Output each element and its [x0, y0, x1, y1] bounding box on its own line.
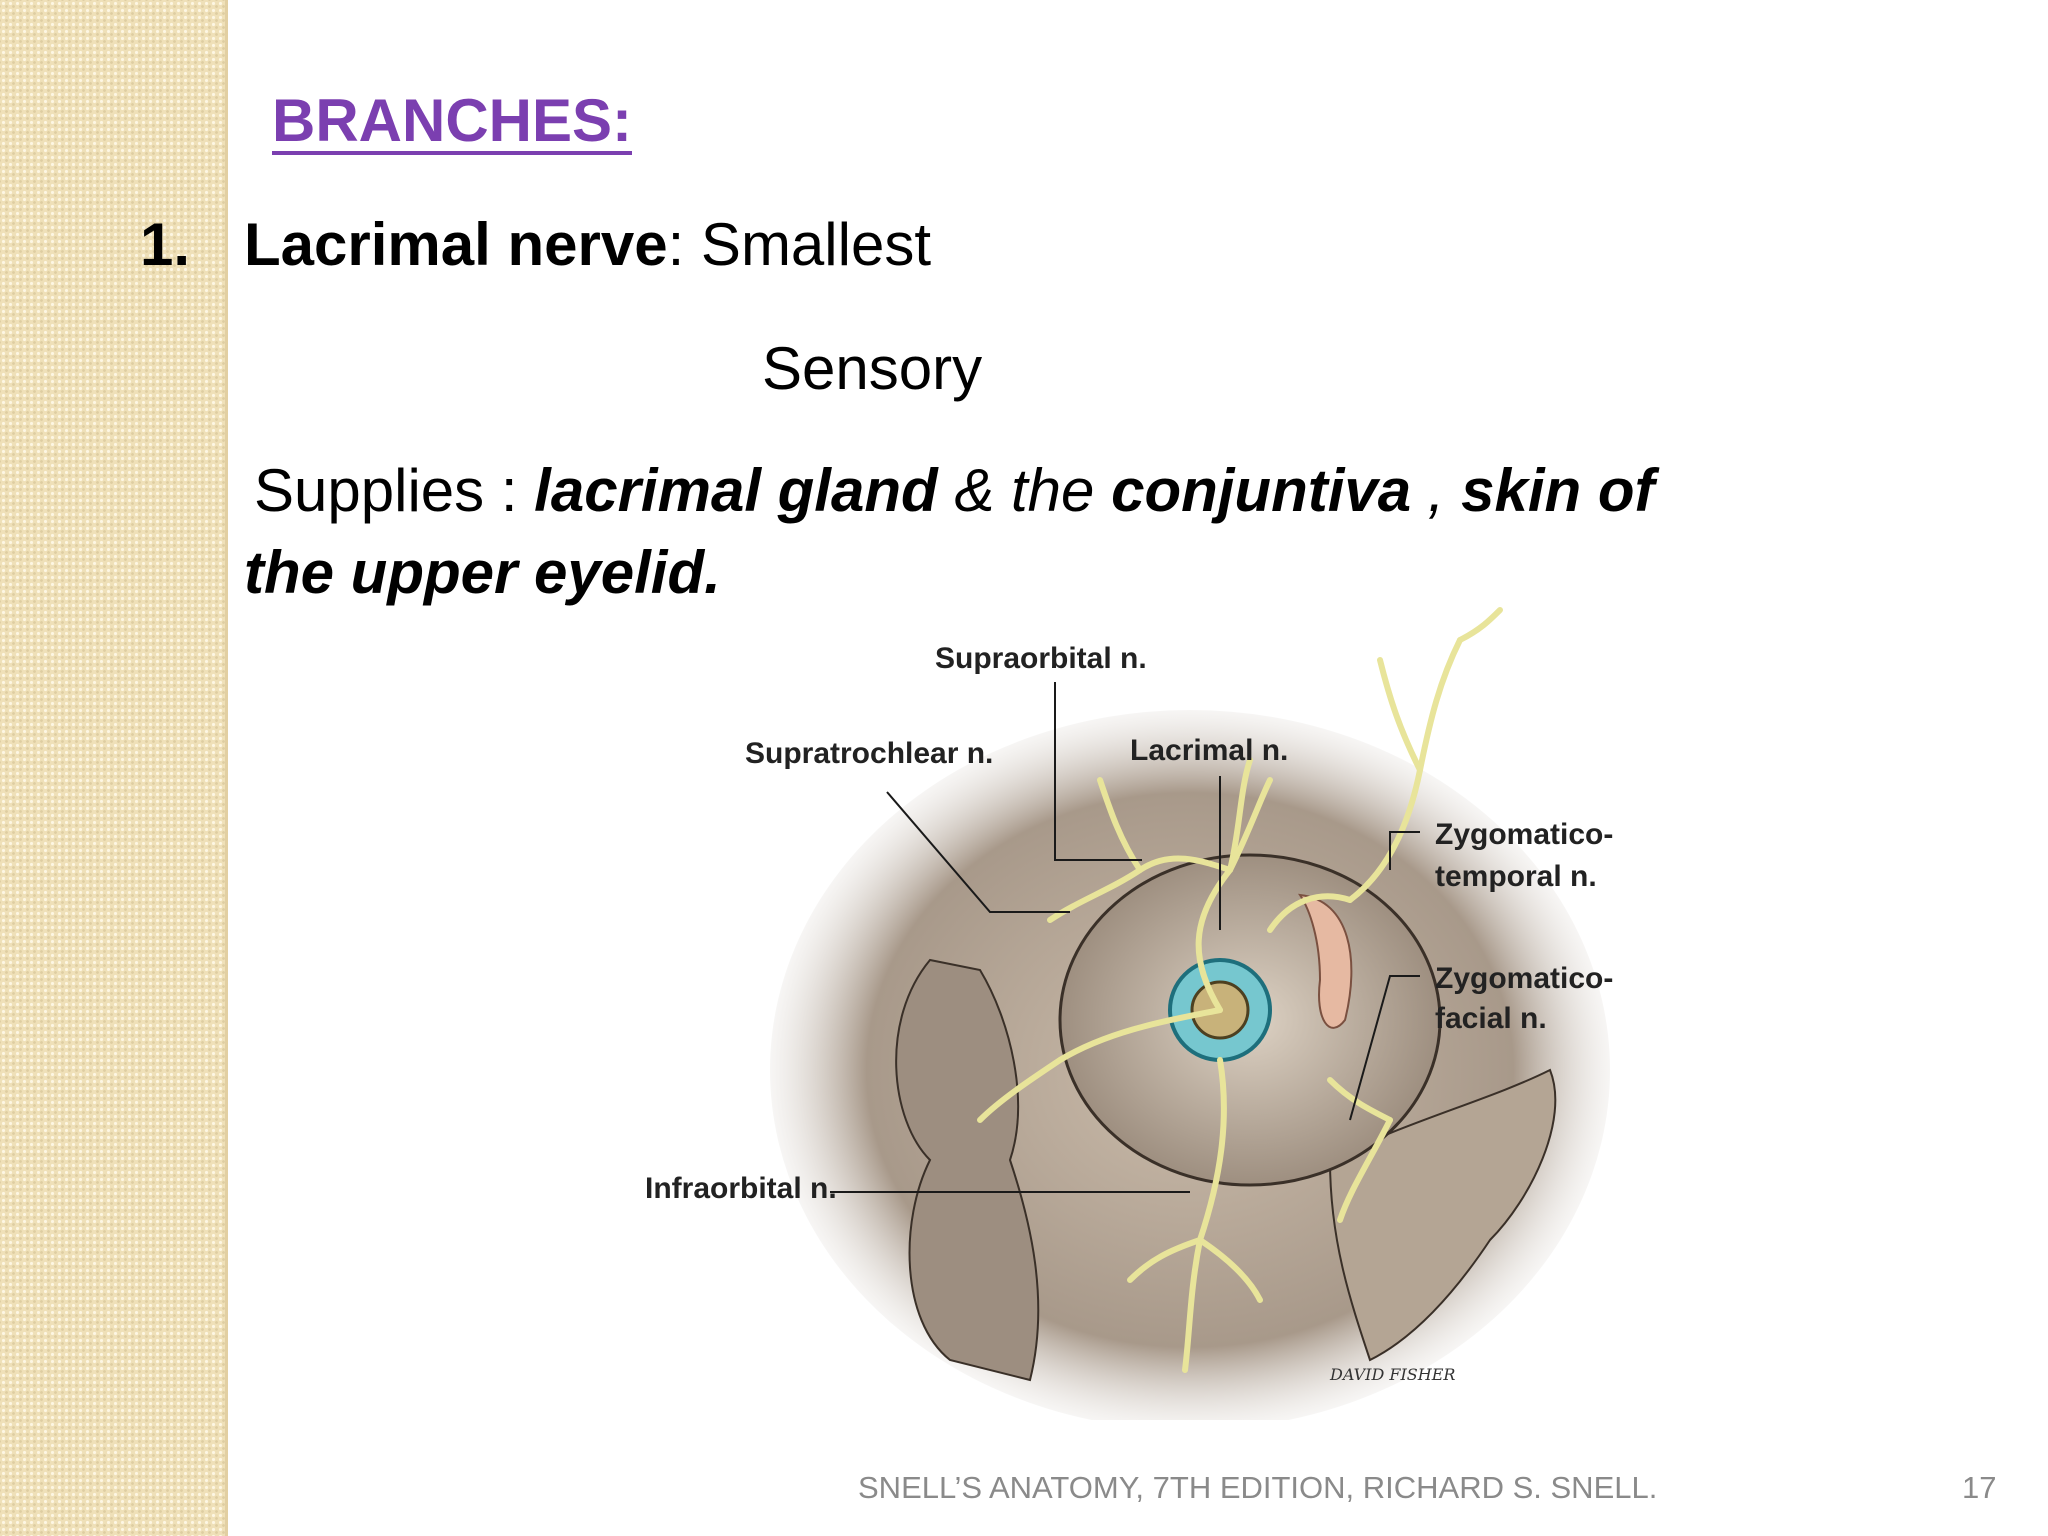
slide-heading: BRANCHES: — [272, 87, 632, 154]
supplies-prefix: Supplies : — [254, 457, 535, 524]
page-number: 17 — [1962, 1470, 1997, 1505]
list-number: 1. — [140, 211, 191, 278]
item-desc-sensory: Sensory — [762, 335, 983, 402]
artist-signature: DAVID FISHER — [1329, 1365, 1455, 1384]
item-title: Lacrimal nerve — [244, 211, 668, 278]
footer-reference: SNELL’S ANATOMY, 7TH EDITION, RICHARD S.… — [858, 1470, 1658, 1505]
label-supratrochlear-n: Supratrochlear n. — [745, 737, 993, 770]
lacrimal-gland — [1297, 893, 1353, 1029]
supplies-skin-of: skin of — [1461, 457, 1655, 524]
label-zygomaticotemporal-n-line2: temporal n. — [1435, 860, 1597, 893]
supplies-lacrimal-gland: lacrimal gland — [534, 457, 938, 524]
label-supraorbital-n: Supraorbital n. — [935, 642, 1147, 675]
label-infraorbital-n: Infraorbital n. — [645, 1172, 837, 1205]
label-zygomaticofacial-n-line2: facial n. — [1435, 1002, 1547, 1035]
supplies-line: Supplies : lacrimal gland & the conjunti… — [254, 456, 1655, 525]
decorative-side-band — [0, 0, 228, 1536]
item-desc-smallest: Smallest — [700, 211, 931, 278]
item-title-line: Lacrimal nerve: Smallest — [244, 210, 931, 279]
nerve-branches — [977, 607, 1503, 1373]
supplies-connector: & the — [937, 457, 1112, 524]
orbit-nerve-illustration: Supraorbital n. Supratrochlear n. Lacrim… — [645, 607, 1613, 1420]
zygomatic-bone — [1328, 1068, 1557, 1362]
supplies-upper-eyelid: the upper eyelid. — [244, 539, 721, 606]
label-zygomaticotemporal-n-line1: Zygomatico- — [1435, 818, 1613, 851]
nasal-bone — [895, 958, 1040, 1382]
item-separator: : — [667, 211, 701, 278]
label-zygomaticofacial-n-line1: Zygomatico- — [1435, 962, 1613, 995]
supplies-comma: , — [1411, 457, 1462, 524]
supplies-conjunctiva: conjuntiva — [1111, 457, 1412, 524]
label-lacrimal-n: Lacrimal n. — [1130, 734, 1288, 767]
label-leaders — [830, 682, 1420, 1193]
